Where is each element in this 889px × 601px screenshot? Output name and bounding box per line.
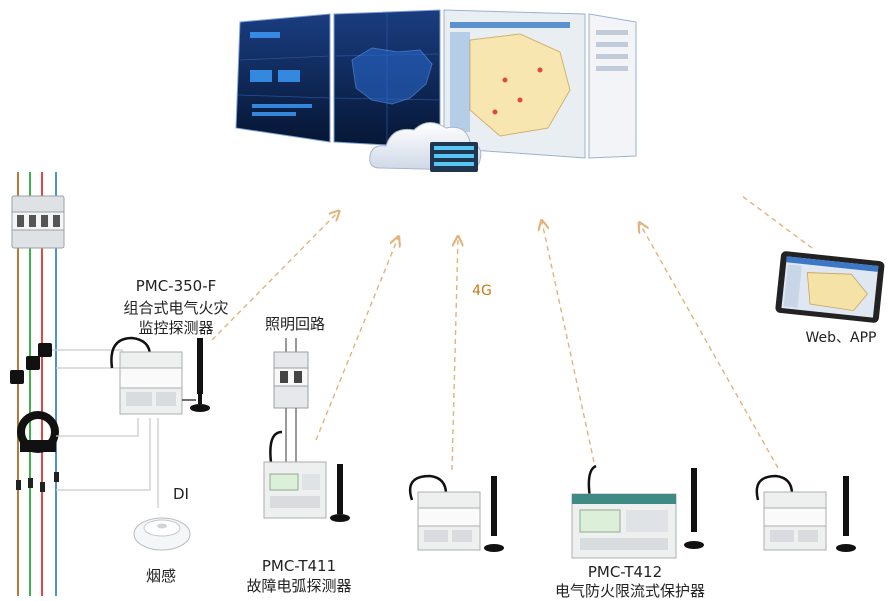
- tablet-icon: [775, 251, 885, 323]
- current-transformer-icon: [10, 343, 52, 384]
- antenna-icon: [684, 468, 704, 549]
- signal-wires: [52, 349, 159, 508]
- lighting-circuit-breaker: [273, 338, 309, 468]
- antenna-icon: [484, 476, 504, 552]
- link-pmc-t411: [315, 238, 398, 441]
- monitoring-platform-screens: [235, 9, 637, 159]
- smoke-detector-label: 烟感: [145, 567, 176, 585]
- wireless-module-device-1: [408, 474, 504, 552]
- link-device-1: [451, 238, 458, 471]
- server-rack-icon: [430, 142, 478, 172]
- circuit-breaker-icon: [11, 195, 65, 249]
- pmc-t412-name-label: 电气防火限流式保护器: [554, 582, 705, 600]
- antenna-icon: [182, 338, 210, 412]
- link-pmc-350-f: [211, 212, 338, 341]
- 4g-links: [211, 195, 813, 471]
- di-label: DI: [173, 485, 189, 503]
- antenna-icon: [330, 464, 350, 522]
- network-4g-label: 4G: [472, 283, 492, 299]
- web-app-label: Web、APP: [805, 330, 877, 346]
- pmc-t411-model-label: PMC-T411: [261, 557, 337, 575]
- pmc-t412-model-label: PMC-T412: [587, 563, 663, 581]
- pmc-350-f-device: [110, 336, 210, 415]
- pmc-t411-name-label: 故障电弧探测器: [246, 577, 352, 595]
- link-device-2: [640, 224, 779, 469]
- cloud-icon: [369, 122, 482, 172]
- antenna-icon: [836, 476, 856, 552]
- report-screen-far-right: [588, 13, 637, 159]
- residual-current-transformer-icon: [17, 411, 59, 453]
- smoke-detector-icon: [133, 517, 191, 551]
- pmc-350-f-name-line2: 监控探测器: [138, 319, 214, 337]
- link-pmc-t412: [542, 222, 595, 463]
- lighting-circuit-label: 照明回路: [264, 315, 325, 333]
- china-map-shape: [351, 47, 433, 105]
- wireless-module-device-2: [755, 474, 856, 552]
- pmc-t411-device: [263, 430, 350, 522]
- link-web-app: [741, 195, 813, 249]
- pmc-350-f-model-label: PMC-350-F: [135, 277, 217, 295]
- pmc-t412-device: [571, 464, 704, 559]
- pmc-350-f-name-line1: 组合式电气火灾: [123, 299, 229, 317]
